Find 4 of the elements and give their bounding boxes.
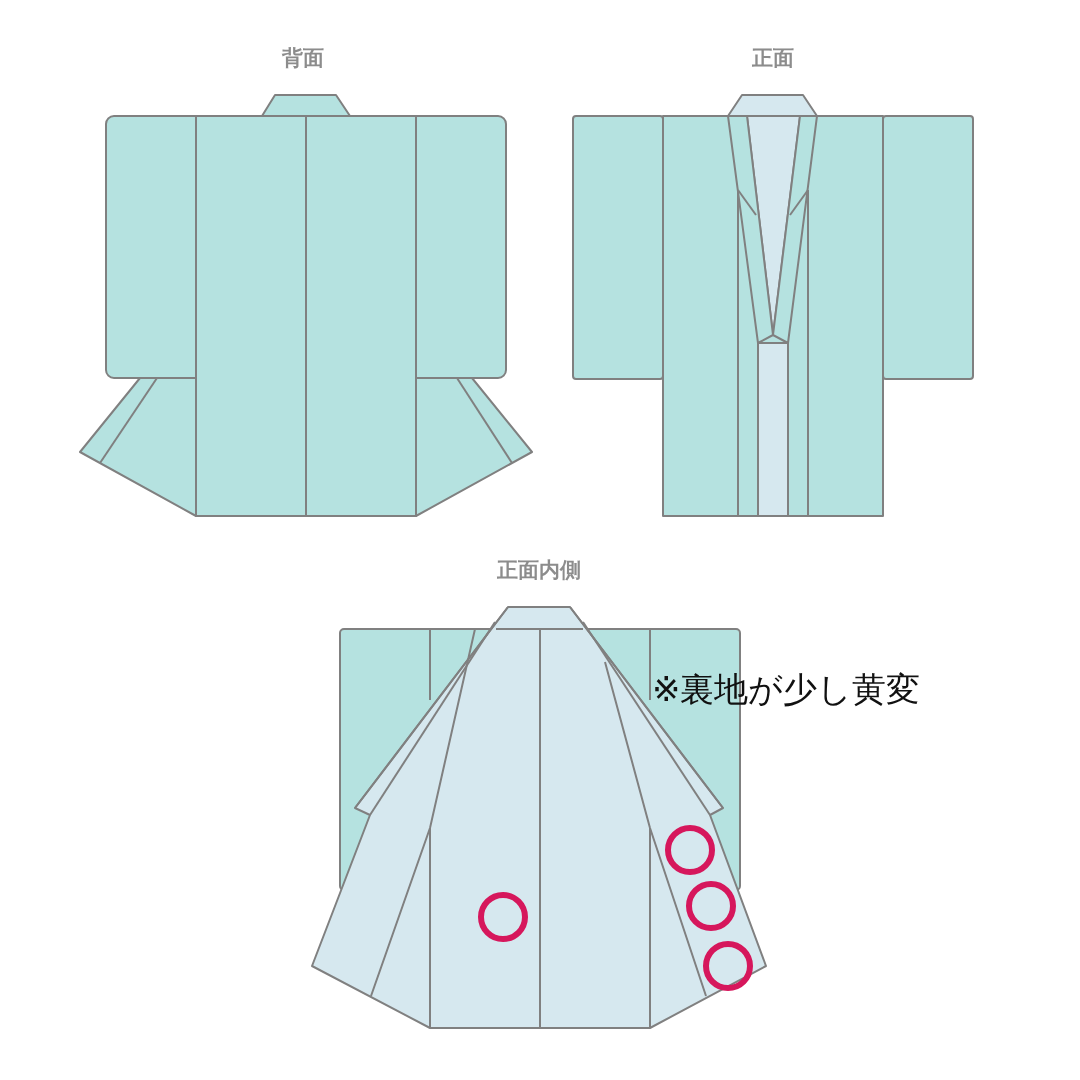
view-title: 正面内側	[497, 560, 581, 581]
view-title: 正面	[752, 48, 794, 69]
view-title: 背面	[282, 48, 324, 69]
note-text: ※裏地が少し黄変	[652, 672, 921, 706]
